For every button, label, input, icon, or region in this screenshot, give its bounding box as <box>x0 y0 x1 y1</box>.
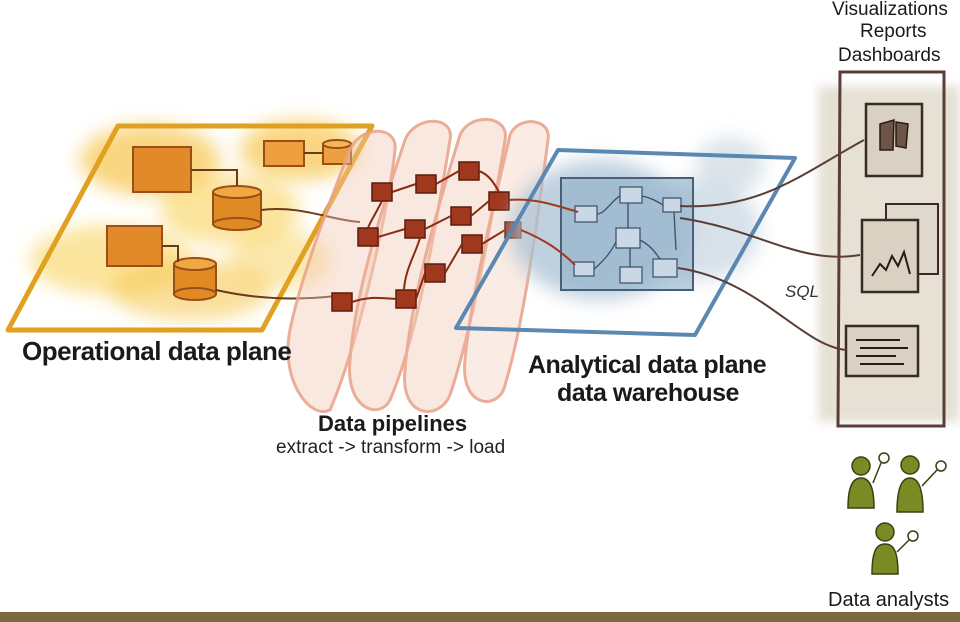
analyst-3 <box>871 522 919 575</box>
pipelines-label: Data pipelines <box>318 411 468 436</box>
pipelines-sublabel: extract -> transform -> load <box>276 437 506 458</box>
dashboards-label: Dashboards <box>838 45 941 66</box>
viz-dashboard-2 <box>860 203 939 294</box>
visualizations-label: Visualizations <box>832 0 948 20</box>
pipelines-group <box>286 118 550 413</box>
sql-label: SQL <box>785 282 820 301</box>
analytical-plane <box>454 137 797 337</box>
operational-plane-outline <box>5 123 375 333</box>
viz-dashboard-1 <box>864 102 924 178</box>
warehouse-links <box>593 195 677 270</box>
operational-links <box>162 152 361 300</box>
warehouse-tables <box>573 186 682 284</box>
analyst-2 <box>896 455 947 513</box>
analytical-plane-outline <box>454 148 797 337</box>
consumer-panel <box>677 70 960 428</box>
data-analysts-group <box>847 452 947 575</box>
operational-db-1 <box>212 185 262 231</box>
viz-report-3 <box>844 324 920 378</box>
consumer-frame <box>836 70 946 428</box>
operational-plane <box>5 120 375 333</box>
data-analysts-label: Data analysts <box>828 589 950 611</box>
operational-plane-label: Operational data plane <box>22 336 292 366</box>
analytical-plane-label: Analytical data plane <box>528 351 767 379</box>
bottom-bar <box>0 612 960 622</box>
pipeline-links <box>351 170 506 303</box>
operational-table-3 <box>263 140 305 167</box>
pipeline-to-warehouse-arrows <box>508 198 579 266</box>
reports-label: Reports <box>860 21 927 42</box>
operational-table-2 <box>106 225 163 267</box>
operational-db-2 <box>173 257 217 301</box>
operational-db-3 <box>322 139 352 165</box>
data-warehouse-label: data warehouse <box>557 379 739 407</box>
sql-connections <box>677 139 865 351</box>
operational-table-1 <box>132 146 192 193</box>
analyst-1 <box>847 452 890 509</box>
